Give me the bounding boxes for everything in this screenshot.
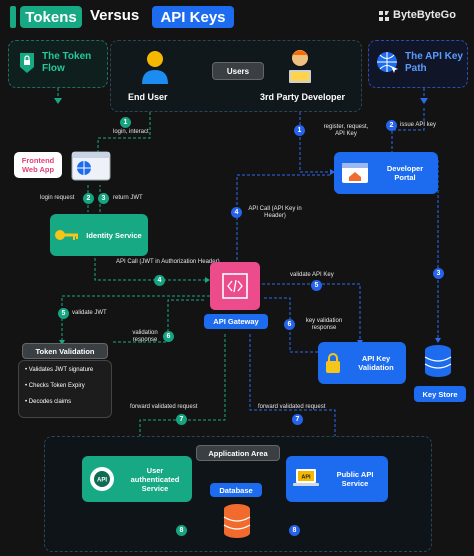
- token-check-item: • Checks Token Expiry: [25, 383, 85, 389]
- step-6-key-label: key validation response: [305, 318, 343, 331]
- database-label: Database: [210, 483, 262, 497]
- user-auth-service-label: User authenticated Service: [130, 465, 180, 493]
- step-6-token-label: validation response: [132, 330, 158, 343]
- portal-icon: [334, 161, 376, 185]
- key-icon: [50, 227, 84, 243]
- step-5-key-label: validate API Key: [290, 272, 334, 278]
- public-api-service: API Public API Service: [286, 456, 388, 502]
- step-8-key: 8: [289, 525, 300, 536]
- key-store-label: Key Store: [414, 386, 466, 402]
- identity-service-label: Identity Service: [86, 230, 142, 240]
- developer-portal-label: Developer Portal: [386, 164, 424, 182]
- user-auth-service: API User authenticated Service: [82, 456, 192, 502]
- step7-key-line: [249, 334, 336, 452]
- step-7-token: 7: [176, 414, 187, 425]
- svg-text:API: API: [301, 475, 311, 481]
- api-cloud-icon: API: [82, 465, 122, 493]
- step-1-token-label: login, interact: [113, 129, 149, 135]
- browser-icon: [70, 148, 112, 184]
- lock-icon: [318, 352, 348, 374]
- svg-text:API: API: [97, 478, 107, 484]
- step5-key-line: [262, 283, 361, 340]
- users-group-label: Users: [212, 62, 264, 80]
- brand-icon: [377, 9, 391, 23]
- app-database-icon: [222, 503, 252, 539]
- api-gateway-label: API Gateway: [204, 314, 268, 329]
- api-key-validation-label: API Key Validation: [358, 354, 394, 372]
- step4-token-line: [94, 258, 205, 281]
- step-1-token: 1: [120, 117, 131, 128]
- step-7-token-label: forward validated request: [130, 404, 198, 410]
- step-5-token-label: validate JWT: [72, 310, 107, 316]
- token-validation-label: Token Validation: [22, 343, 108, 359]
- step-6-token: 6: [163, 331, 174, 342]
- step6-token-line: [113, 299, 205, 343]
- frontend-web-app-label: Frontend Web App: [14, 152, 62, 178]
- step-4-token: 4: [154, 275, 165, 286]
- step-8-token: 8: [176, 525, 187, 536]
- step5-token-line: [61, 295, 215, 340]
- end-user-label: End User: [128, 92, 168, 102]
- step-3: 3: [98, 193, 109, 204]
- step4-key-line: [236, 174, 330, 265]
- developer-portal: Developer Portal: [334, 152, 438, 194]
- step-6-key: 6: [284, 319, 295, 330]
- title-tokens: Tokens: [20, 6, 82, 28]
- step7-token-line: [139, 334, 226, 452]
- step-1-key: 1: [294, 125, 305, 136]
- gateway-icon: [210, 262, 260, 310]
- step-2-key: 2: [386, 120, 397, 131]
- step2-key-line: [391, 108, 425, 152]
- api-laptop-icon: API: [286, 466, 326, 492]
- step-4-token-label: API Call (JWT in Authorization Header): [116, 259, 220, 265]
- title-versus: Versus: [90, 7, 140, 24]
- step-7-key-label: forward validated request: [258, 404, 326, 410]
- step-7-key: 7: [292, 414, 303, 425]
- step1-token-line: [97, 112, 151, 152]
- third-party-label: 3rd Party Developer: [260, 92, 346, 102]
- step-5-key: 5: [311, 280, 322, 291]
- api-key-validation: API Key Validation: [318, 342, 406, 384]
- title-accent: [10, 6, 16, 28]
- step-2-label: login request: [40, 195, 75, 201]
- developer-icon: [283, 48, 317, 84]
- token-check-item: • Decodes claims: [25, 399, 72, 405]
- application-area-label: Application Area: [196, 445, 280, 461]
- step1-key-line: [299, 112, 330, 173]
- token-flow-label: The Token Flow: [42, 51, 92, 74]
- token-validation-checks: • Validates JWT signature • Checks Token…: [18, 360, 112, 418]
- step-1-key-label: register, request, API Key: [323, 124, 369, 137]
- globe-cursor-icon: [375, 50, 401, 76]
- brand-name: ByteByteGo: [393, 9, 456, 21]
- lock-shield-icon: [17, 51, 37, 75]
- database-icon: [423, 344, 453, 378]
- step-4-key: 4: [231, 207, 242, 218]
- step-4-key-label: API Call (API Key in Header): [248, 206, 302, 219]
- step-2: 2: [83, 193, 94, 204]
- step-3-key: 3: [433, 268, 444, 279]
- apikey-path-label: The API Key Path: [405, 51, 463, 74]
- public-api-service-label: Public API Service: [336, 470, 374, 488]
- token-check-item: • Validates JWT signature: [25, 367, 94, 373]
- identity-service: Identity Service: [50, 214, 148, 256]
- step-2-key-label: issue API key: [400, 122, 437, 128]
- step-5-token: 5: [58, 308, 69, 319]
- title-apikeys: API Keys: [152, 6, 234, 28]
- step-3-label: return JWT: [113, 195, 143, 201]
- user-icon: [140, 50, 170, 86]
